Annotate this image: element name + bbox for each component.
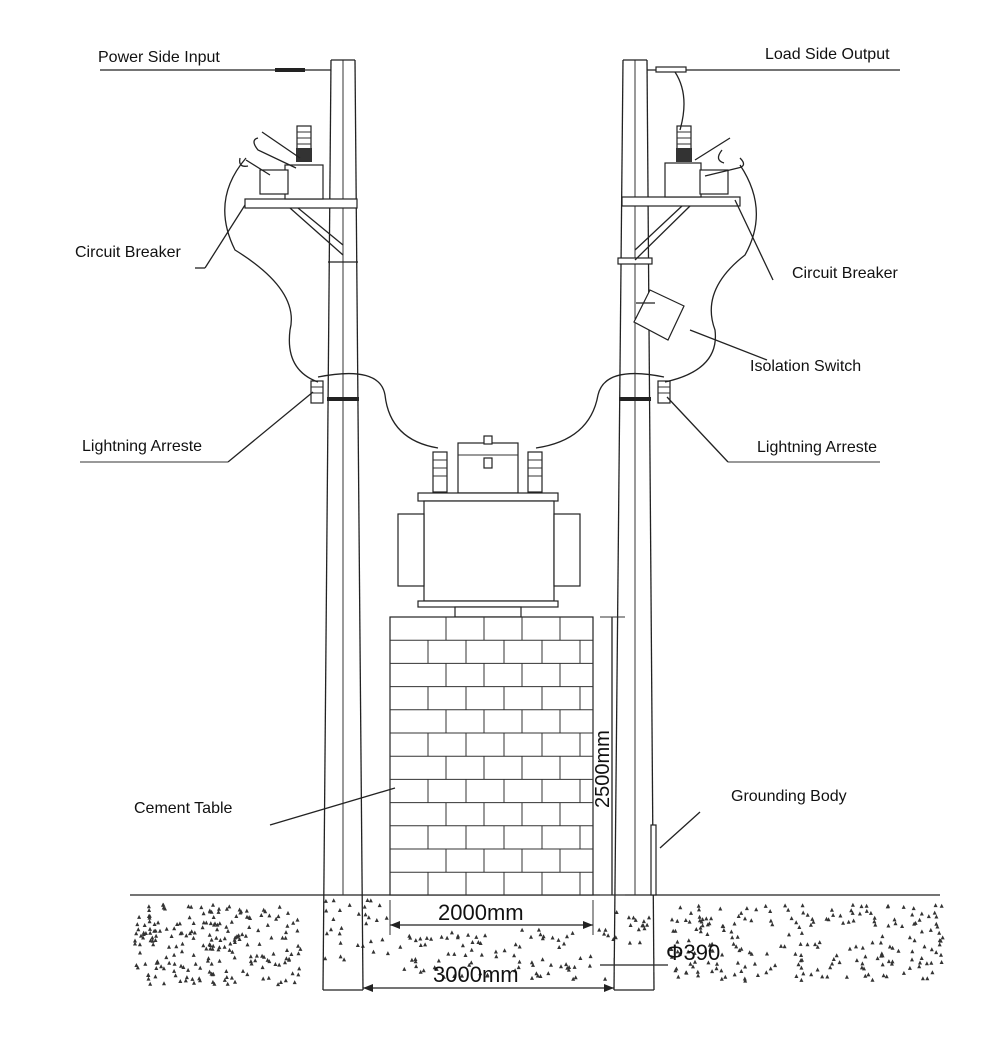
left-crossarm — [244, 198, 358, 256]
pole-diameter-label: Φ390 — [666, 940, 720, 965]
lightning-arrester-right-label: Lightning Arreste — [757, 439, 877, 456]
circuit-breaker-right-label: Circuit Breaker — [792, 265, 898, 282]
leader-lines — [80, 199, 880, 849]
left-circuit-breaker — [239, 125, 324, 200]
grounding-body — [650, 824, 657, 896]
soil-texture — [133, 898, 945, 987]
isolation-switch-box — [633, 289, 685, 341]
wires — [100, 66, 900, 449]
transformer — [397, 435, 581, 618]
cement-table-label: Cement Table — [134, 800, 233, 817]
power-side-input-label: Power Side Input — [98, 49, 220, 66]
dimension-pole-spacing: 3000mm — [363, 962, 614, 992]
pole-spacing-label: 3000mm — [433, 962, 519, 987]
dimension-pole-diameter: Φ390 — [600, 940, 720, 972]
isolation-switch-label: Isolation Switch — [750, 358, 861, 375]
dimension-table-width: 2000mm — [389, 900, 594, 935]
table-height-label: 2500mm — [592, 730, 614, 808]
right-circuit-breaker — [664, 125, 745, 198]
right-lightning-arrester — [657, 380, 671, 404]
left-lightning-arrester — [310, 380, 324, 404]
table-width-label: 2000mm — [438, 900, 524, 925]
dimension-table-height: 2500mm — [592, 616, 625, 896]
cement-table — [389, 616, 594, 896]
lightning-arrester-left-label: Lightning Arreste — [82, 438, 202, 455]
grounding-body-label: Grounding Body — [731, 788, 847, 805]
circuit-breaker-left-label: Circuit Breaker — [75, 244, 181, 261]
load-side-output-label: Load Side Output — [765, 46, 890, 63]
right-crossarm — [621, 196, 741, 261]
